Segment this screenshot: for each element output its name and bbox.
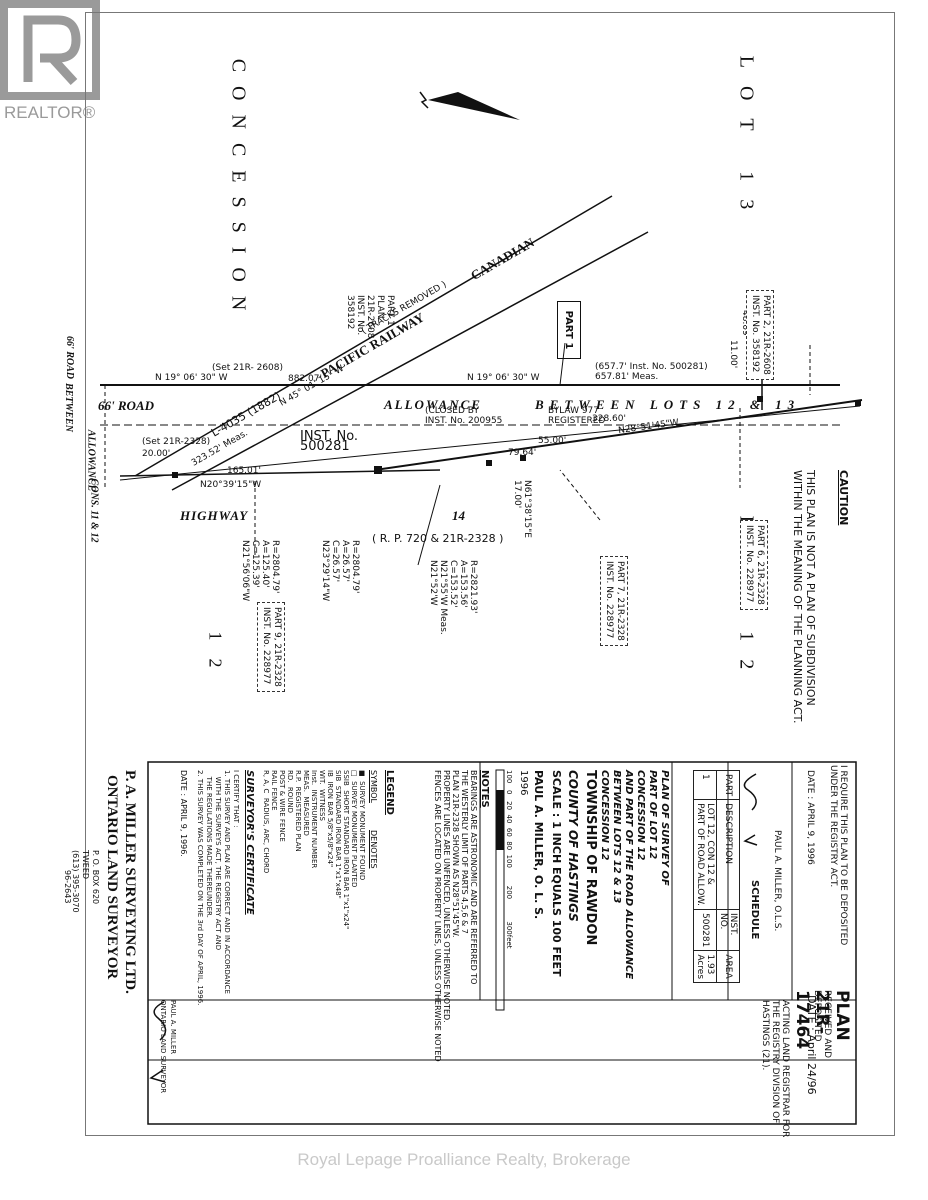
notes-title: NOTES: [479, 770, 490, 808]
schedule-title: SCHEDULE: [749, 880, 760, 940]
brokerage-watermark: Royal Lepage Proalliance Realty, Brokera…: [297, 1150, 631, 1169]
number-14-label: 14: [452, 508, 465, 523]
left-road-label-1: 66' ROAD: [64, 335, 76, 380]
dist-657-label: (657.7' Inst. No. 500281) 657.81' Meas.: [595, 362, 708, 382]
legend-items: ■ SURVEY MONUMENT FOUND □ SURVEY MONUMEN…: [262, 770, 366, 930]
bylaw-label: BYLAW 977 REGISTERED: [548, 406, 606, 426]
dist-328-label: 328.60': [592, 414, 626, 424]
col-inst: INST. NO.: [716, 909, 740, 951]
dist-165-label: 165.01': [227, 466, 261, 476]
scale: SCALE : 1 INCH EQUALS 100 FEET: [550, 770, 563, 977]
row-part: 1: [693, 770, 717, 800]
tb-miller-ols: PAUL A. MILLER, O.L.S.: [772, 830, 782, 932]
dist-20-label: 20.00': [142, 449, 171, 459]
dist-11-label: 11.00': [728, 340, 738, 369]
legend-title: LEGEND: [384, 770, 395, 815]
dist-79-label: 79.64': [508, 448, 537, 458]
plan-title: PLAN OF SURVEY OF PART OF LOT 12 CONCESS…: [599, 770, 670, 980]
legend-denotes: DENOTES: [369, 830, 378, 869]
legend-symbol: SYMBOL: [369, 770, 378, 803]
tb-date2: DATE : April 24/96: [805, 995, 818, 1095]
scale-ticks: 100 0 20 40 60 80 100 200 300feet: [505, 770, 513, 949]
year: 1996: [518, 770, 529, 796]
col-part: PART: [716, 770, 740, 800]
county: COUNTY OF HASTINGS: [566, 770, 580, 922]
firm-address: P. O. BOX 620 TWEED (613) 395-3070: [71, 850, 100, 913]
road-66-label: 66' ROAD: [98, 398, 154, 413]
schedule-table: PART DESCRIPTION INST. NO. AREA 1 LOT 12…: [693, 770, 740, 983]
row-area: 1.93 Acres: [693, 950, 717, 983]
surveyor: PAUL A. MILLER, O. L. S.: [532, 770, 545, 920]
concession-12-label: 12: [205, 631, 226, 686]
bearing-top-right: N 19° 06' 30" W: [467, 373, 540, 383]
dist-882-label: 882.07': [288, 374, 322, 384]
curve-1-label: R=2804.79' A=125.40' C=125.39' N21°56'06…: [240, 540, 280, 602]
cert-sign: PAUL A. MILLER ONTARIO LAND SURVEYOR: [159, 1000, 177, 1094]
concession-label: CONCESSION: [227, 58, 250, 325]
lot-13-label: LOT 13: [735, 55, 758, 228]
curve-3-label: R=2821.93' A=153.56' C=153.52' N21°55'W …: [428, 560, 478, 635]
col-area: AREA: [716, 950, 740, 983]
allowance-label: ALLOWANCE: [384, 397, 482, 412]
cert-date: DATE : APRIL 9, 1996.: [179, 770, 188, 857]
notes-text: BEARINGS ARE ASTRONOMIC AND ARE REFERRED…: [433, 770, 478, 1062]
tb-require: I REQUIRE THIS PLAN TO BE DEPOSITED UNDE…: [828, 765, 848, 946]
set-2608-label: (Set 21R- 2608): [212, 363, 284, 373]
cert-text: I CERTIFY THAT : 1. THIS SURVEY AND PLAN…: [196, 770, 240, 1006]
caution-line-1: THIS PLAN IS NOT A PLAN OF SUBDIVISION: [804, 470, 817, 706]
caution-title: CAUTION: [837, 470, 850, 526]
job-number: 96-2643: [63, 870, 72, 904]
realtor-logo: REALTOR®: [0, 0, 110, 130]
part-9-box: PART 9, 21R-2328 INST. No. 228977: [257, 602, 285, 692]
realtor-r-icon: [0, 0, 100, 100]
cert-title: SURVEYOR'S CERTIFICATE: [244, 770, 255, 915]
curve-2-label: R=2804.79' A=26.57' C=26.57' N23°29'14"W: [320, 540, 360, 602]
dist-55-label: 55.00': [538, 436, 567, 446]
bearing-top-left: N 19° 06' 30" W: [155, 373, 228, 383]
tb-registrar: ACTING LAND REGISTRAR FOR THE REGISTRY D…: [760, 1000, 790, 1138]
caution-line-2: WITHIN THE MEANING OF THE PLANNING ACT.: [791, 470, 804, 724]
part-7-box: PART 7, 21R-2328 INST. No. 228977: [600, 556, 628, 646]
part-6-box: PART 6, 21R-2328 INST. No. 228977: [740, 520, 768, 610]
part-2-box: PART 2, 21R-2608 INST. No. 358192: [746, 290, 774, 380]
bearing-n61-label: N61°38'15"E 17.00': [512, 480, 532, 538]
bearing-lower-1: N20°39'15"W: [200, 480, 262, 490]
realtor-text: REALTOR®: [4, 103, 96, 122]
rp-label: ( R. P. 720 & 21R-2328 ): [372, 532, 504, 545]
highway-label: HIGHWAY: [180, 508, 249, 523]
left-road-label-4: CONS. 11 & 12: [88, 478, 100, 543]
row-inst: 500281: [693, 909, 717, 951]
caution-block: CAUTION THIS PLAN IS NOT A PLAN OF SUBDI…: [791, 470, 850, 760]
tb-date: DATE : APRIL 9, 1996: [805, 770, 815, 865]
part1-plan-label: PART 1 PLAN 21R-2608 INST. No. 358192: [345, 295, 395, 339]
col-desc: DESCRIPTION: [716, 799, 740, 910]
part-1-box: PART 1: [557, 301, 581, 359]
between-lots-label: BETWEEN LOTS 12 & 13: [535, 397, 801, 412]
north-arrow-icon: [419, 91, 520, 120]
firm-name: P. A. MILLER SURVEYING LTD.: [122, 770, 138, 994]
row-desc: LOT 12, CON 12 & PART OF ROAD ALLOW.: [693, 799, 717, 910]
left-road-label-2: BETWEEN: [62, 383, 74, 432]
firm-subtitle: ONTARIO LAND SURVEYOR: [104, 775, 120, 980]
survey-sheet: [85, 12, 895, 1136]
closed-by-label: (CLOSED BY INST. No. 200955: [425, 406, 503, 426]
inst-500281-label: INST. No. 500281: [300, 429, 359, 454]
township: TOWNSHIP OF RAWDON: [583, 770, 598, 946]
set-2328-label: (Set 21R-2328): [142, 437, 211, 447]
